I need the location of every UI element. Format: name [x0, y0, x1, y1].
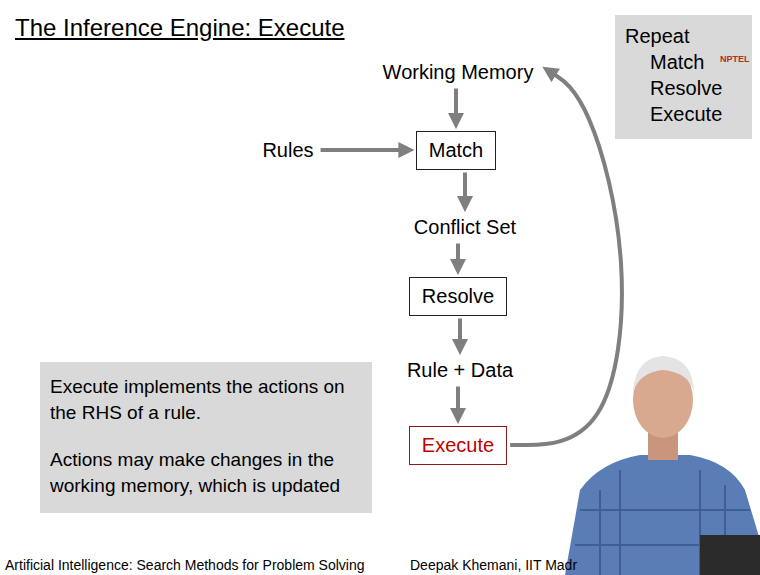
flow-arrow [456, 244, 460, 266]
footer-course: Artificial Intelligence: Search Methods … [5, 557, 365, 573]
footer-author: Deepak Khemani, IIT Madr [410, 557, 577, 573]
hair [633, 356, 694, 392]
data-label: Rule + Data [403, 357, 517, 384]
node-text: Rule + Data [407, 359, 513, 382]
node-body: Match Resolve Execute [650, 49, 722, 127]
node-text: Conflict Set [414, 216, 516, 239]
rules-label: Rules [258, 137, 317, 164]
node-body: Actions may make changes in the working … [50, 447, 362, 498]
slide-title: The Inference Engine: Execute [15, 14, 345, 42]
process-box: Resolve [409, 277, 507, 316]
summary-panel: RepeatMatch Resolve Execute [615, 15, 752, 139]
process-box: Match [416, 131, 496, 170]
note-panel: Execute implements the actions on the RH… [40, 362, 372, 513]
memory-label: Working Memory [379, 59, 538, 86]
flow-arrow [463, 173, 467, 203]
desk [700, 535, 760, 575]
shirt [565, 455, 760, 575]
flow-arrow [321, 148, 405, 152]
node-text: Rules [262, 139, 313, 162]
node-text: Execute implements the actions on the RH… [50, 374, 362, 425]
flow-arrow [456, 387, 460, 415]
presenter-figure [565, 356, 760, 575]
flow-arrow [510, 72, 622, 445]
node-text: Working Memory [383, 61, 534, 84]
process-box: Execute [409, 426, 507, 465]
flow-arrow [454, 89, 458, 120]
set-label: Conflict Set [410, 214, 520, 241]
node-text: Match [429, 139, 483, 162]
flow-arrow [458, 319, 462, 346]
node-text: Repeat [625, 23, 722, 49]
logo-text: NPTEL [720, 54, 750, 64]
node-text: Resolve [422, 285, 494, 308]
node-text: Execute [422, 434, 494, 457]
